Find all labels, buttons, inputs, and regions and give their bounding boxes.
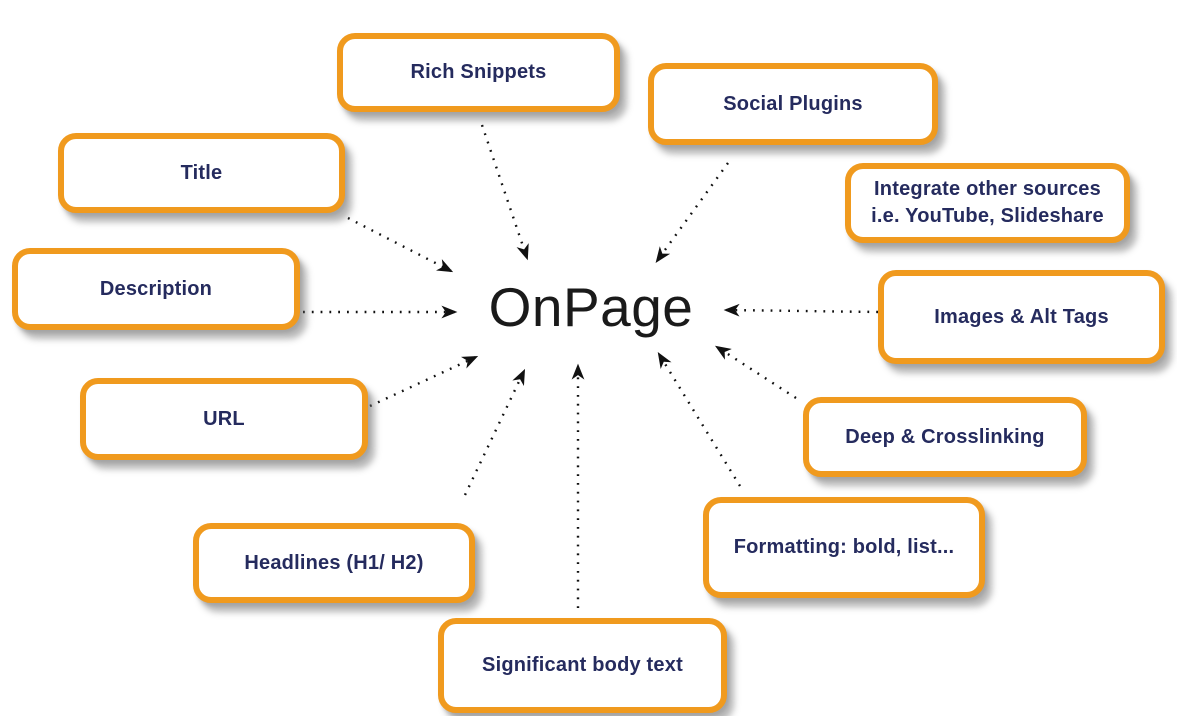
arrow-from-rich-snippets [480, 124, 529, 261]
node-significant-body-text: Significant body text [438, 618, 727, 713]
node-headlines: Headlines (H1/ H2) [193, 523, 475, 603]
center-title: OnPage [488, 276, 694, 338]
node-label: Social Plugins [723, 92, 863, 115]
arrow-from-title [347, 216, 454, 273]
node-label: Integrate other sources i.e. YouTube, Sl… [871, 178, 1104, 227]
node-label: Deep & Crosslinking [845, 425, 1045, 448]
arrow-from-social-plugins [655, 162, 729, 263]
node-social-plugins: Social Plugins [648, 63, 938, 145]
node-label: Images & Alt Tags [934, 305, 1109, 328]
arrow-from-headlines [463, 368, 526, 496]
node-label: Rich Snippets [410, 61, 547, 83]
arrow-from-formatting [657, 351, 742, 487]
node-images-alt-tags: Images & Alt Tags [878, 270, 1165, 364]
node-label: Title [180, 161, 223, 184]
node-label: Description [99, 277, 213, 300]
node-label: URL [203, 407, 245, 430]
arrow-from-deep [714, 345, 797, 400]
arrow-from-images-alt [723, 303, 879, 317]
node-description: Description [12, 248, 300, 330]
node-label: Significant body text [482, 654, 683, 676]
node-formatting: Formatting: bold, list... [703, 497, 985, 598]
arrow-from-url [369, 355, 479, 408]
node-label: Headlines (H1/ H2) [244, 551, 424, 574]
node-deep-crosslinking: Deep & Crosslinking [803, 397, 1087, 477]
node-url: URL [80, 378, 368, 460]
node-label: Formatting: bold, list... [733, 536, 955, 558]
node-title: Title [58, 133, 345, 213]
node-integrate-other-sources: Integrate other sources i.e. YouTube, Sl… [845, 163, 1130, 243]
node-rich-snippets: Rich Snippets [337, 33, 620, 112]
